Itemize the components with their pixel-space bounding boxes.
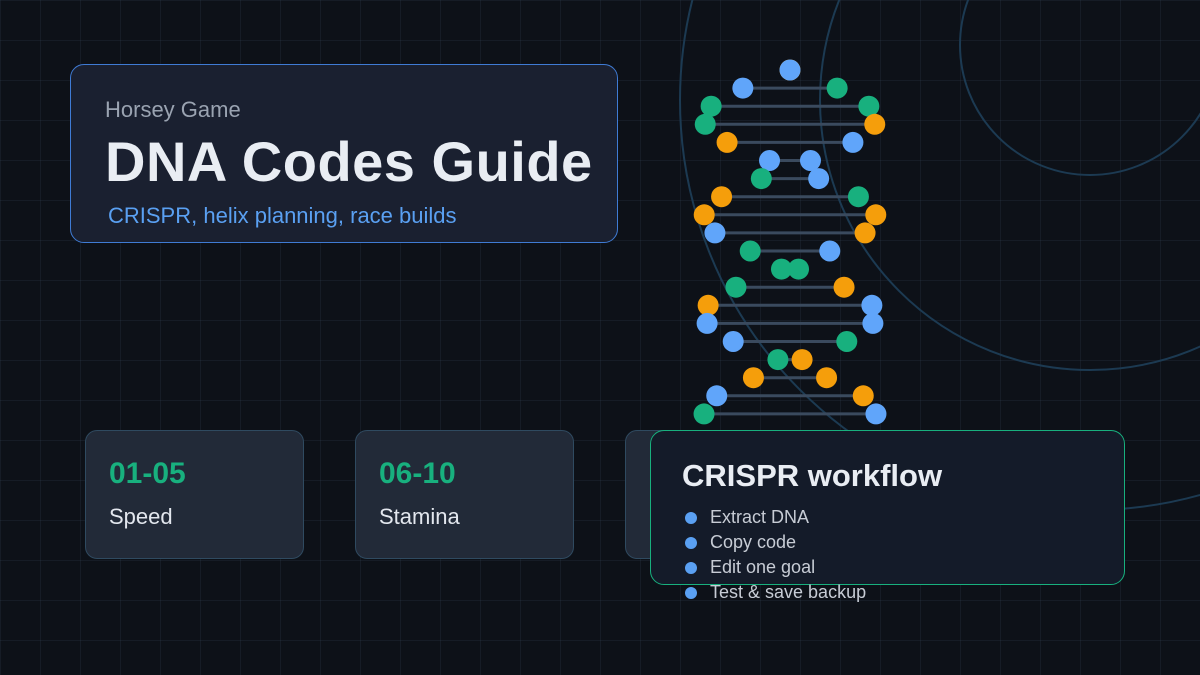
- nucleotide-dot: [697, 294, 719, 316]
- nucleotide-dot: [700, 95, 722, 117]
- nucleotide-dot: [836, 331, 858, 352]
- page-title: DNA Codes Guide: [105, 130, 593, 193]
- nucleotide-dot: [788, 258, 810, 280]
- nucleotide-dot: [767, 349, 789, 371]
- nucleotide-dot: [739, 240, 761, 262]
- step-text: Extract DNA: [710, 507, 810, 527]
- step-text: Copy code: [710, 532, 797, 552]
- nucleotide-dot: [779, 59, 801, 81]
- game-name: Horsey Game: [105, 97, 241, 122]
- bullet-icon: [685, 536, 697, 549]
- title-card: Horsey Game DNA Codes Guide CRISPR, heli…: [70, 64, 618, 243]
- nucleotide-dot: [816, 367, 838, 389]
- code-range: 06-10: [379, 457, 456, 490]
- code-card-stamina: 06-10 Stamina: [355, 430, 574, 559]
- nucleotide-dot: [725, 276, 747, 298]
- bullet-icon: [685, 561, 697, 574]
- nucleotide-dot: [716, 131, 738, 153]
- workflow-step: Copy code: [685, 530, 866, 555]
- nucleotide-dot: [854, 222, 876, 244]
- ring-decoration: [819, 0, 1200, 371]
- nucleotide-dot: [759, 150, 781, 171]
- page-subtitle: CRISPR, helix planning, race builds: [108, 203, 457, 228]
- code-label: Stamina: [379, 504, 460, 529]
- code-range: 01-05: [109, 457, 186, 490]
- nucleotide-dot: [696, 312, 718, 334]
- step-text: Edit one goal: [710, 557, 816, 577]
- nucleotide-dot: [861, 294, 883, 316]
- workflow-step: Extract DNA: [685, 505, 866, 530]
- nucleotide-dot: [742, 367, 764, 389]
- nucleotide-dot: [864, 113, 886, 135]
- nucleotide-dot: [711, 186, 733, 208]
- nucleotide-dot: [694, 113, 716, 135]
- nucleotide-dot: [722, 331, 744, 352]
- nucleotide-dot: [770, 258, 792, 280]
- nucleotide-dot: [808, 168, 830, 190]
- nucleotide-dot: [732, 77, 754, 99]
- nucleotide-dot: [704, 222, 726, 244]
- step-text: Test & save backup: [710, 582, 867, 602]
- nucleotide-dot: [865, 204, 887, 226]
- nucleotide-dot: [799, 150, 821, 171]
- code-label: Speed: [109, 504, 173, 529]
- nucleotide-dot: [833, 276, 855, 298]
- nucleotide-dot: [858, 95, 880, 117]
- workflow-step: Edit one goal: [685, 555, 866, 580]
- nucleotide-dot: [791, 349, 813, 371]
- nucleotide-dot: [693, 403, 715, 425]
- nucleotide-dot: [865, 403, 887, 425]
- workflow-step: Test & save backup: [685, 580, 866, 605]
- nucleotide-dot: [706, 385, 728, 407]
- nucleotide-dot: [862, 312, 884, 334]
- workflow-steps: Extract DNA Copy code Edit one goal Test…: [685, 505, 866, 605]
- workflow-card: CRISPR workflow Extract DNA Copy code Ed…: [650, 430, 1125, 602]
- nucleotide-dot: [847, 186, 869, 208]
- bullet-icon: [685, 511, 697, 524]
- bullet-icon: [685, 586, 697, 599]
- code-card-speed: 01-05 Speed: [85, 430, 304, 559]
- dna-helix-icon: [693, 59, 887, 425]
- nucleotide-dot: [693, 204, 715, 226]
- ring-decoration: [959, 0, 1200, 176]
- nucleotide-dot: [852, 385, 874, 407]
- nucleotide-dot: [750, 168, 772, 190]
- nucleotide-dot: [826, 77, 848, 99]
- nucleotide-dot: [819, 240, 841, 262]
- workflow-title: CRISPR workflow: [682, 458, 943, 493]
- nucleotide-dot: [842, 131, 864, 153]
